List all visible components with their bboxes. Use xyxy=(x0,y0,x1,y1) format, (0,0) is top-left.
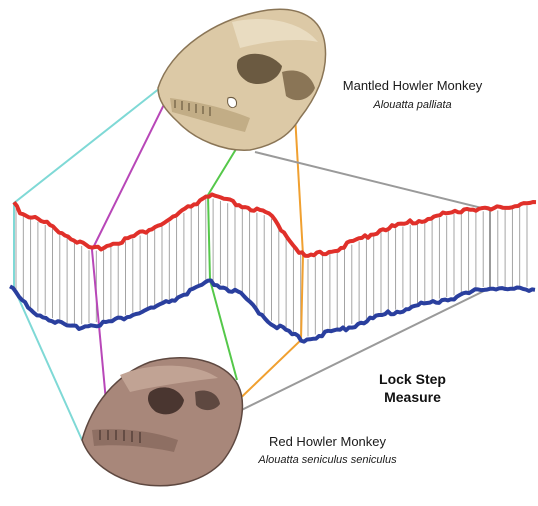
top-specimen-common-name: Mantled Howler Monkey xyxy=(330,78,495,93)
method-title-line1: Lock Step xyxy=(360,370,465,388)
bottom-specimen-latin-name: Alouatta seniculus seniculus xyxy=(245,454,410,466)
mantled-howler-skull-image xyxy=(158,9,326,150)
top-specimen-latin-name: Alouatta palliata xyxy=(330,99,495,111)
series-top-red xyxy=(14,194,536,256)
method-title: Lock Step Measure xyxy=(360,370,465,406)
bottom-specimen-common-name: Red Howler Monkey xyxy=(245,434,410,449)
method-title-line2: Measure xyxy=(360,388,465,406)
red-howler-skull-image xyxy=(82,358,242,486)
